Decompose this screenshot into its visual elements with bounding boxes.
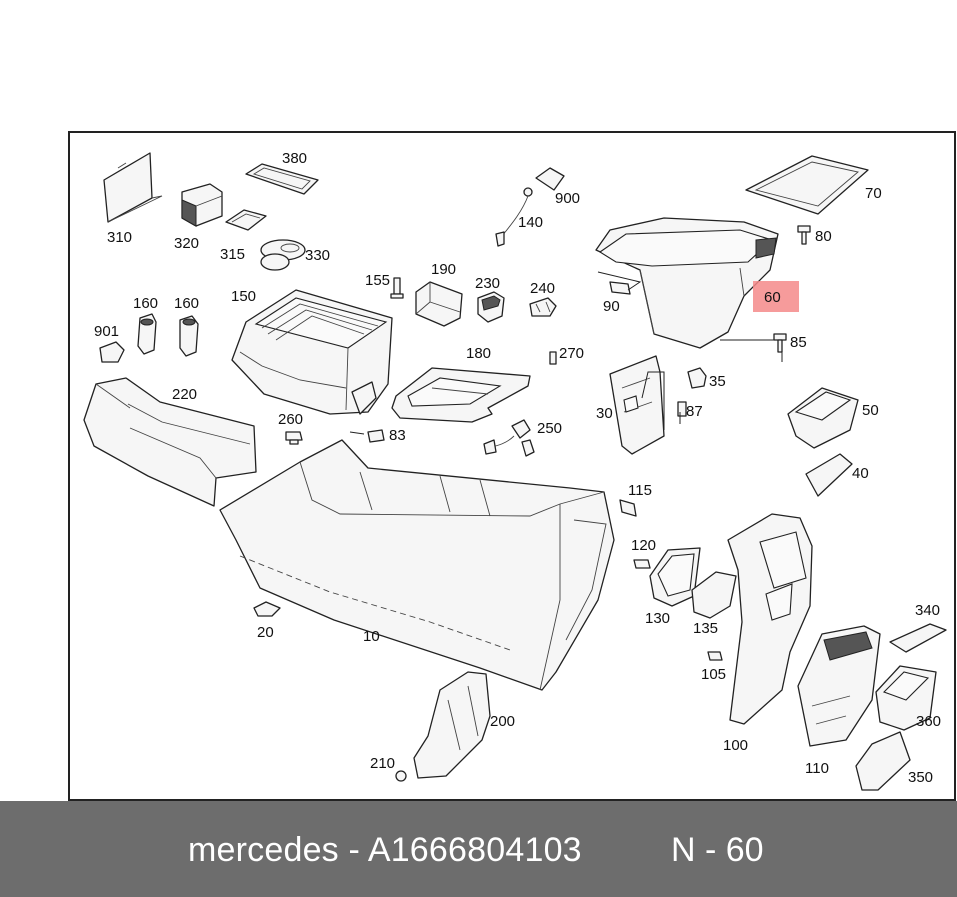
part-350-cover [855,731,911,791]
part-380-mat [245,163,319,195]
callout-85: 85 [790,334,807,351]
callout-310: 310 [107,229,132,246]
part-310-flap [103,152,163,223]
part-87-bolt [677,401,687,417]
callout-220: 220 [172,386,197,403]
part-270-screw [549,351,557,365]
callout-160-right: 160 [174,295,199,312]
part-360-insert [875,665,937,731]
highlight-box-60 [753,281,799,312]
callout-350: 350 [908,769,933,786]
callout-270: 270 [559,345,584,362]
part-40-tray-lid [805,453,853,497]
leader-lines [349,271,783,435]
callout-200: 200 [490,713,515,730]
part-210-nut [395,770,407,782]
part-30-side-panel [609,355,665,455]
callout-60: 60 [764,289,781,306]
callout-901: 901 [94,323,119,340]
callout-900: 900 [555,190,580,207]
parts-diagram: 10 20 30 35 40 50 60 70 80 83 85 87 90 1… [83,150,947,791]
callout-230: 230 [475,275,500,292]
part-120-bolt [633,559,651,569]
part-135-cover [691,571,737,619]
callout-190: 190 [431,261,456,278]
part-315-tray [225,209,267,231]
callout-115: 115 [628,482,652,499]
callout-330: 330 [305,247,330,264]
callout-180: 180 [466,345,491,362]
callout-155: 155 [365,272,390,289]
part-70-mat [745,155,869,215]
part-155-bolt [390,277,404,299]
callout-20: 20 [257,624,274,641]
part-20-clip [253,601,281,617]
callout-240: 240 [530,280,555,297]
part-160-socket-left [137,313,157,355]
callout-150: 150 [231,288,256,305]
callout-340: 340 [915,602,940,619]
part-150-storage-unit [231,289,393,415]
callout-135: 135 [693,620,718,637]
callout-35: 35 [709,373,726,390]
part-190-bracket [415,281,463,327]
part-90-bolt [609,281,631,295]
callout-360: 360 [916,713,941,730]
footer-bar: mercedes - A1666804103 N - 60 [0,801,957,897]
part-340-mat [889,623,947,653]
part-250-wiring [483,419,535,457]
part-230-switch [477,291,505,323]
part-180-trim-frame [391,367,531,423]
callout-10: 10 [363,628,380,645]
callout-130: 130 [645,610,670,627]
part-200-bracket [413,671,491,779]
callout-140: 140 [518,214,543,231]
footer-position-number: N - 60 [671,831,764,869]
callout-80: 80 [815,228,832,245]
callout-90: 90 [603,298,620,315]
part-260-bolt [285,431,303,445]
callout-110: 110 [805,760,829,777]
part-60-armrest [595,217,779,349]
callout-30: 30 [596,405,613,422]
part-130-box [649,547,701,607]
callout-83: 83 [389,427,406,444]
callout-160-left: 160 [133,295,158,312]
callout-70: 70 [865,185,882,202]
footer-brand-part-number: mercedes - A1666804103 [188,831,582,869]
part-80-bolt [797,225,811,245]
callout-105: 105 [701,666,726,683]
callout-210: 210 [370,755,395,772]
part-105-bolt [707,651,723,661]
part-85-bolt [773,333,787,353]
callout-50: 50 [862,402,879,419]
part-160-socket-right [179,315,199,357]
part-10-console-housing [219,439,615,691]
part-220-air-duct [83,377,257,507]
callout-260: 260 [278,411,303,428]
callout-380: 380 [282,150,307,167]
part-320-storage-box [181,183,223,227]
part-115-bolt [619,499,637,517]
callout-87: 87 [686,403,703,420]
part-35-clip [687,367,707,389]
callout-250: 250 [537,420,562,437]
part-901-plug [99,341,125,363]
callout-100: 100 [723,737,748,754]
part-100-rear-panel [727,513,813,725]
callout-labels: 10 20 30 35 40 50 60 70 80 83 85 87 90 1… [94,150,941,786]
part-110-module [797,625,881,747]
callout-320: 320 [174,235,199,252]
callout-120: 120 [631,537,656,554]
part-83-bolt [367,429,385,443]
callout-315: 315 [220,246,245,263]
part-900-140-cable [495,167,565,247]
part-240-clip [529,297,557,317]
part-330-cup-holder [260,239,306,271]
part-50-tray [787,387,859,449]
callout-40: 40 [852,465,869,482]
